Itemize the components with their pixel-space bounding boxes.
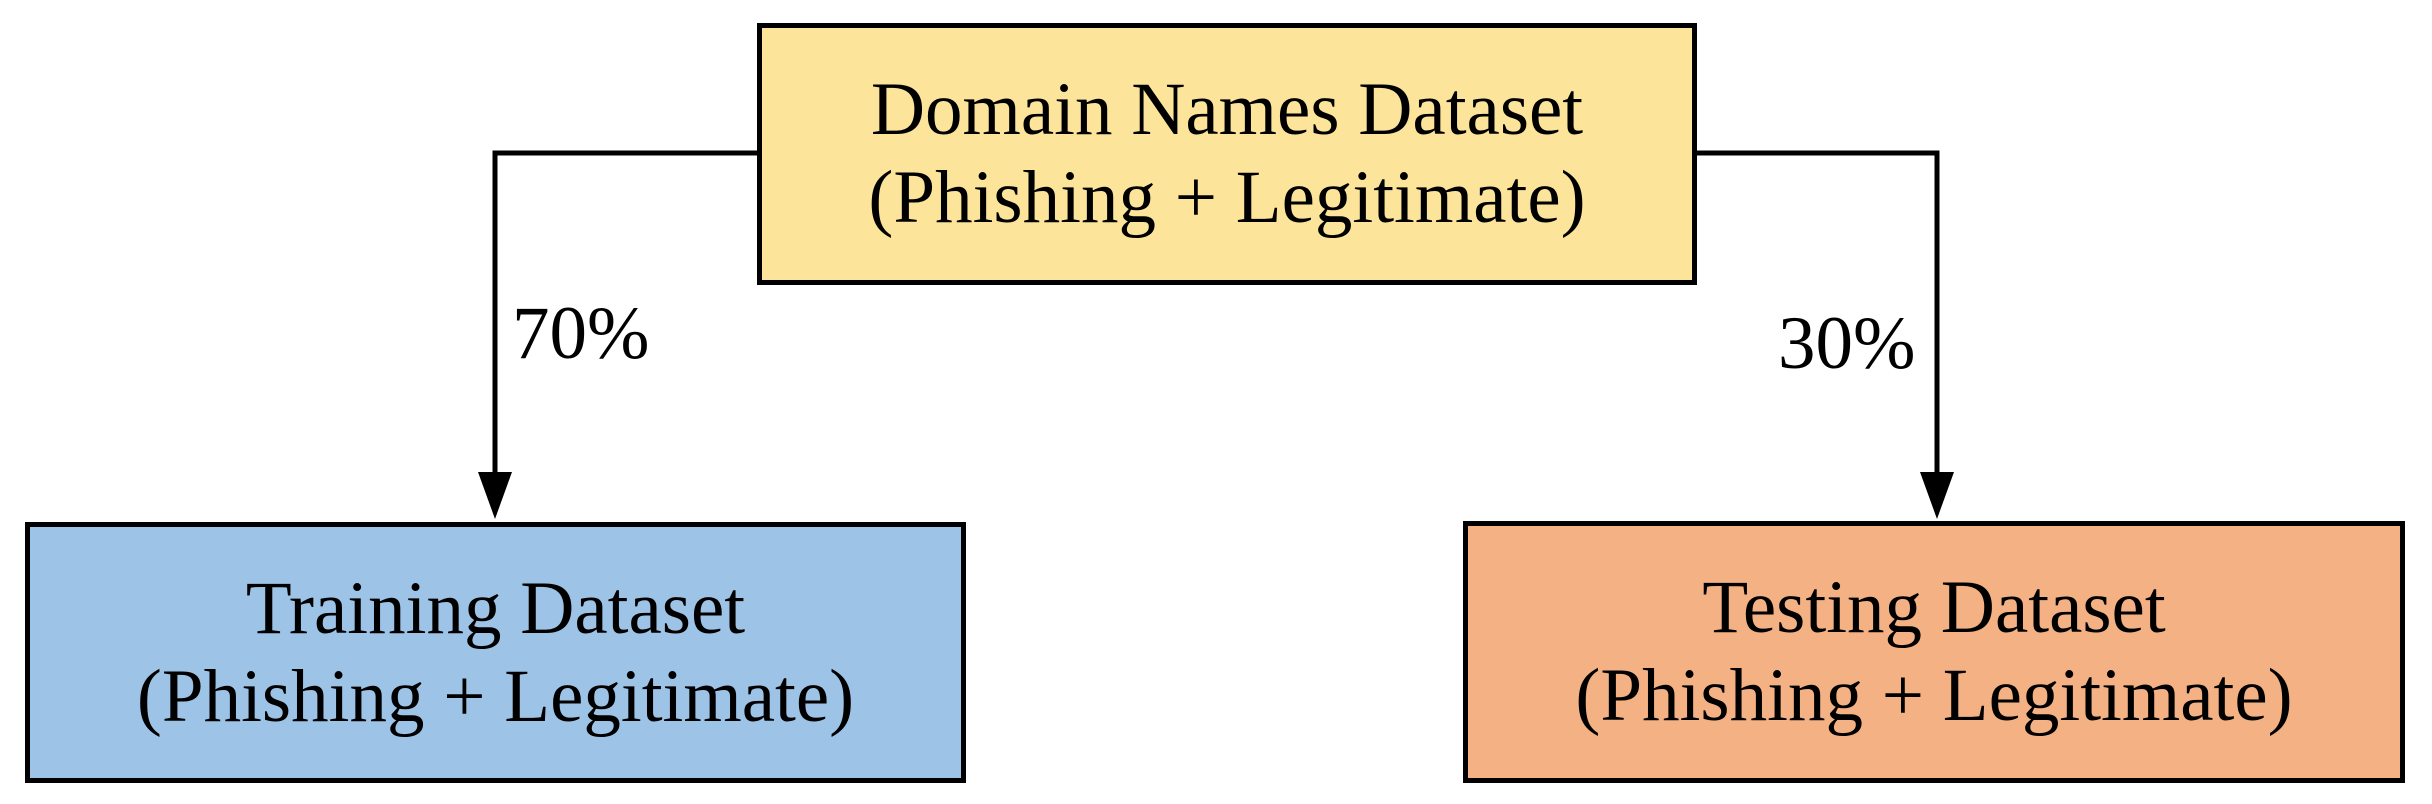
arrowhead-down-icon xyxy=(478,472,512,519)
node-training-dataset-title: Training Dataset xyxy=(245,566,746,650)
node-domain-names-dataset: Domain Names Dataset (Phishing + Legitim… xyxy=(757,23,1697,285)
edge-label-testing-split: 30% xyxy=(1778,302,1916,385)
node-testing-dataset-subtitle: (Phishing + Legitimate) xyxy=(1575,654,2293,737)
node-testing-dataset-title: Testing Dataset xyxy=(1702,566,2166,649)
node-testing-dataset: Testing Dataset (Phishing + Legitimate) xyxy=(1463,521,2405,783)
node-training-dataset-subtitle: (Phishing + Legitimate) xyxy=(136,654,855,738)
node-domain-names-dataset-title: Domain Names Dataset xyxy=(870,68,1584,151)
node-domain-names-dataset-subtitle: (Phishing + Legitimate) xyxy=(868,156,1586,239)
arrowhead-down-icon xyxy=(1920,472,1954,519)
edge-label-training-split: 70% xyxy=(512,292,650,375)
node-training-dataset: Training Dataset (Phishing + Legitimate) xyxy=(25,522,966,783)
